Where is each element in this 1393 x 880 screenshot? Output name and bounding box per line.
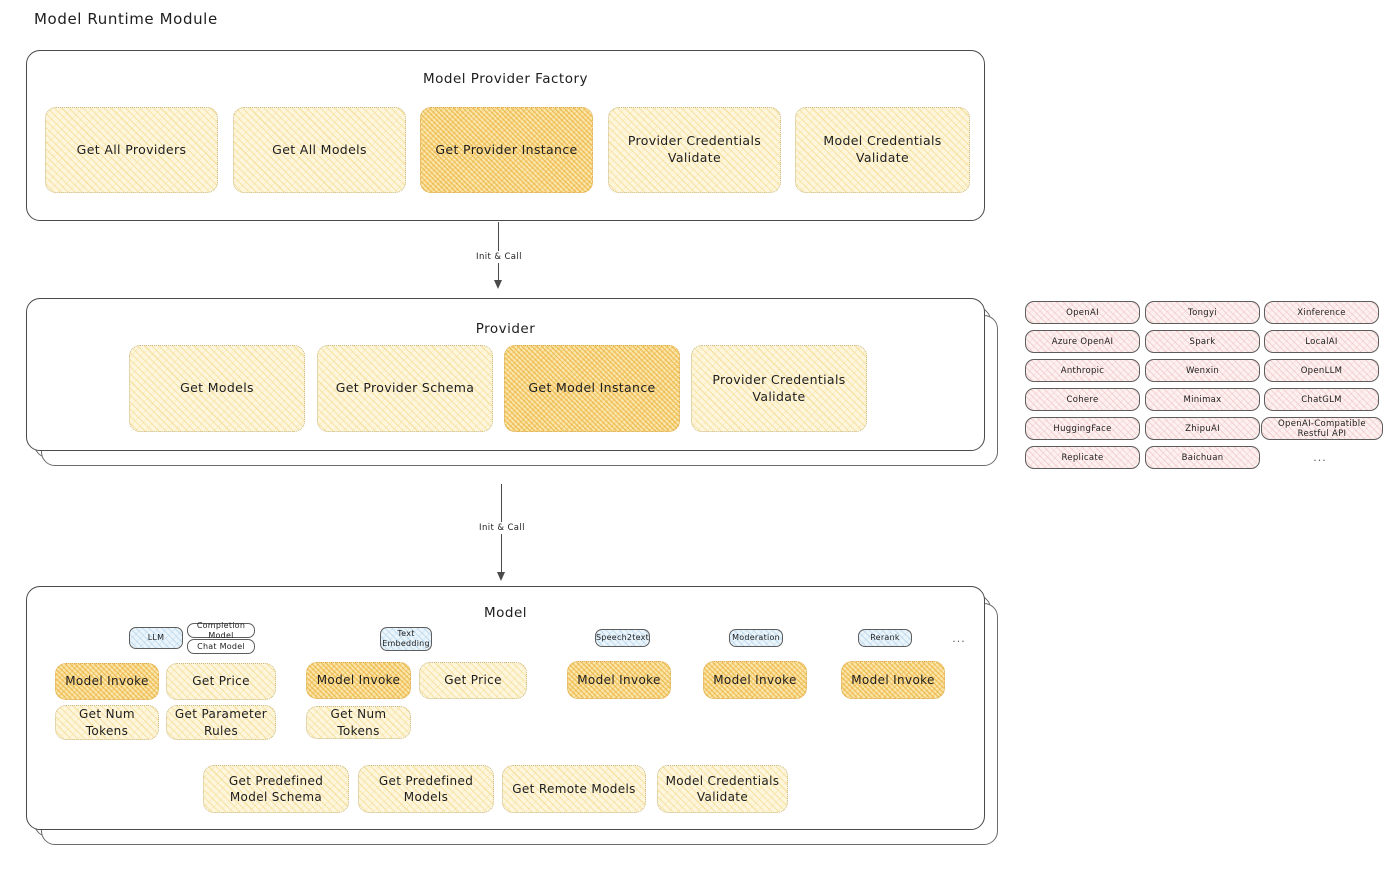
model-speech2text-node-model-invoke[interactable]: Model Invoke	[567, 661, 671, 699]
model-llm-node-model-invoke[interactable]: Model Invoke	[55, 663, 159, 700]
provider-chip-chatglm[interactable]: ChatGLM	[1264, 388, 1379, 411]
model-type-badge-speech2text[interactable]: Speech2text	[595, 629, 650, 647]
model-type-badge-moderation[interactable]: Moderation	[729, 629, 783, 647]
model-types-more-ellipsis: ...	[952, 632, 966, 645]
model-text-embedding-node-model-invoke[interactable]: Model Invoke	[306, 662, 411, 699]
provider-node-get-models[interactable]: Get Models	[129, 345, 305, 432]
model-text-embedding-node-get-num-tokens[interactable]: Get Num Tokens	[306, 706, 411, 739]
provider-chip-azure-openai[interactable]: Azure OpenAI	[1025, 330, 1140, 353]
provider-chip-huggingface[interactable]: HuggingFace	[1025, 417, 1140, 440]
model-shared-node-get-predefined-models[interactable]: Get Predefined Models	[358, 765, 494, 813]
model-rerank-node-model-invoke[interactable]: Model Invoke	[841, 661, 945, 699]
page-title: Model Runtime Module	[34, 10, 218, 28]
provider-chip-tongyi[interactable]: Tongyi	[1145, 301, 1260, 324]
model-shared-node-model-credentials-validate[interactable]: Model Credentials Validate	[657, 765, 788, 813]
provider-list-more-ellipsis: ...	[1313, 451, 1327, 464]
factory-node-get-provider-instance[interactable]: Get Provider Instance	[420, 107, 593, 193]
model-title: Model	[483, 605, 528, 621]
provider-chip-replicate[interactable]: Replicate	[1025, 446, 1140, 469]
model-llm-node-get-price[interactable]: Get Price	[166, 663, 276, 700]
arrow-provider-to-model-head	[497, 572, 505, 581]
model-type-badge-text-embedding[interactable]: Text Embedding	[380, 627, 432, 651]
provider-chip-openai-compatible-restful-api[interactable]: OpenAI-Compatible Restful API	[1261, 417, 1383, 440]
factory-node-model-credentials-validate[interactable]: Model Credentials Validate	[795, 107, 970, 193]
provider-chip-spark[interactable]: Spark	[1145, 330, 1260, 353]
provider-node-get-model-instance[interactable]: Get Model Instance	[504, 345, 680, 432]
model-sub-badge-completion-model[interactable]: Completion Model	[187, 621, 255, 640]
model-type-badge-rerank[interactable]: Rerank	[858, 629, 912, 647]
arrow-factory-to-provider-label: Init & Call	[472, 251, 526, 263]
provider-chip-zhipuai[interactable]: ZhipuAI	[1145, 417, 1260, 440]
provider-node-provider-credentials-validate[interactable]: Provider Credentials Validate	[691, 345, 867, 432]
model-text-embedding-node-get-price[interactable]: Get Price	[419, 662, 527, 699]
provider-chip-localai[interactable]: LocalAI	[1264, 330, 1379, 353]
provider-chip-openai[interactable]: OpenAI	[1025, 301, 1140, 324]
model-shared-node-get-remote-models[interactable]: Get Remote Models	[502, 765, 646, 813]
model-sub-badge-chat-model[interactable]: Chat Model	[187, 639, 255, 654]
provider-node-get-provider-schema[interactable]: Get Provider Schema	[317, 345, 493, 432]
provider-title: Provider	[475, 321, 536, 337]
arrow-provider-to-model-label: Init & Call	[475, 522, 529, 534]
model-moderation-node-model-invoke[interactable]: Model Invoke	[703, 661, 807, 699]
factory-node-provider-credentials-validate[interactable]: Provider Credentials Validate	[608, 107, 781, 193]
model-shared-node-get-predefined-model-schema[interactable]: Get Predefined Model Schema	[203, 765, 349, 813]
provider-chip-anthropic[interactable]: Anthropic	[1025, 359, 1140, 382]
factory-node-get-all-providers[interactable]: Get All Providers	[45, 107, 218, 193]
provider-chip-openllm[interactable]: OpenLLM	[1264, 359, 1379, 382]
factory-node-get-all-models[interactable]: Get All Models	[233, 107, 406, 193]
arrow-factory-to-provider-head	[494, 280, 502, 289]
model-type-badge-llm[interactable]: LLM	[129, 627, 183, 649]
model-provider-factory-title: Model Provider Factory	[422, 71, 588, 87]
provider-chip-baichuan[interactable]: Baichuan	[1145, 446, 1260, 469]
provider-chip-cohere[interactable]: Cohere	[1025, 388, 1140, 411]
provider-chip-minimax[interactable]: Minimax	[1145, 388, 1260, 411]
provider-chip-wenxin[interactable]: Wenxin	[1145, 359, 1260, 382]
model-llm-node-get-num-tokens[interactable]: Get Num Tokens	[55, 705, 159, 740]
provider-chip-xinference[interactable]: Xinference	[1264, 301, 1379, 324]
model-llm-node-get-parameter-rules[interactable]: Get Parameter Rules	[166, 705, 276, 740]
